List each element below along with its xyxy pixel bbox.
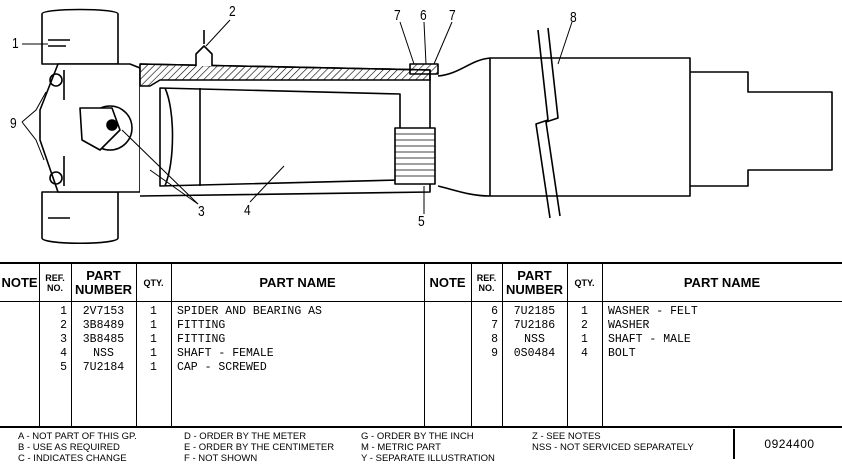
exploded-diagram: 1 2 3 4 5 6 7 7 8 9 xyxy=(10,3,833,245)
part-name: CAP - SCREWED xyxy=(177,361,267,374)
legend-b: B - USE AS REQUIRED xyxy=(18,442,120,453)
notes-legend: A - NOT PART OF THIS GP. B - USE AS REQU… xyxy=(0,428,842,474)
part-number: 3B8485 xyxy=(82,333,125,346)
part-number: 3B8489 xyxy=(82,319,125,332)
part-number: 2V7153 xyxy=(82,305,125,318)
legend-z: Z - SEE NOTES xyxy=(532,431,601,442)
legend-y: Y - SEPARATE ILLUSTRATION xyxy=(361,453,495,464)
ref-no: 3 xyxy=(60,333,67,346)
qty: 2 xyxy=(581,319,588,332)
qty: 1 xyxy=(150,347,157,360)
part-number: NSS xyxy=(93,347,114,360)
ref-no: 5 xyxy=(60,361,67,374)
legend-nss: NSS - NOT SERVICED SEPARATELY xyxy=(532,442,694,453)
callout-4: 4 xyxy=(244,202,251,219)
header-ref-no: REF.NO. xyxy=(45,272,65,293)
qty: 1 xyxy=(150,361,157,374)
qty: 1 xyxy=(150,305,157,318)
bearing-cap-top xyxy=(41,8,119,65)
part-name: WASHER xyxy=(608,319,650,332)
part-number: NSS xyxy=(524,333,545,346)
callout-6: 6 xyxy=(420,7,427,24)
ref-no: 1 xyxy=(60,305,67,318)
header-qty-right: QTY. xyxy=(574,277,595,288)
part-number: 7U2186 xyxy=(513,319,556,332)
qty: 1 xyxy=(581,333,588,346)
legend-f: F - NOT SHOWN xyxy=(184,453,258,464)
qty: 1 xyxy=(150,333,157,346)
part-number: 7U2185 xyxy=(513,305,556,318)
ref-no: 4 xyxy=(60,347,67,360)
qty: 1 xyxy=(581,305,588,318)
legend-d: D - ORDER BY THE METER xyxy=(184,431,307,442)
legend-a: A - NOT PART OF THIS GP. xyxy=(18,431,137,442)
callout-7b: 7 xyxy=(449,7,456,24)
ref-no: 6 xyxy=(491,305,498,318)
callout-9: 9 xyxy=(10,115,17,132)
ref-no: 7 xyxy=(491,319,498,332)
part-name: SPIDER AND BEARING AS xyxy=(177,305,322,318)
part-name: SHAFT - FEMALE xyxy=(177,347,274,360)
legend-g: G - ORDER BY THE INCH xyxy=(361,431,474,442)
callout-7a: 7 xyxy=(394,7,401,24)
part-name: SHAFT - MALE xyxy=(608,333,691,346)
legend-e: E - ORDER BY THE CENTIMETER xyxy=(184,442,335,453)
part-name: FITTING xyxy=(177,319,226,332)
qty: 1 xyxy=(150,319,157,332)
bearing-cap-bottom xyxy=(41,191,119,245)
qty: 4 xyxy=(581,347,588,360)
drive-shaft-illustration xyxy=(21,8,833,245)
part-number: 0S0484 xyxy=(513,347,556,360)
callout-1: 1 xyxy=(12,35,19,52)
ref-no: 8 xyxy=(491,333,498,346)
legend-m: M - METRIC PART xyxy=(361,442,441,453)
callout-8: 8 xyxy=(570,9,577,26)
header-note: NOTE xyxy=(1,275,38,290)
callout-5: 5 xyxy=(418,213,425,230)
document-number: 0924400 xyxy=(733,429,842,459)
part-number: 7U2184 xyxy=(82,361,125,374)
ref-no: 2 xyxy=(60,319,67,332)
ref-no: 9 xyxy=(491,347,498,360)
legend-c: C - INDICATES CHANGE xyxy=(18,453,127,464)
part-name: BOLT xyxy=(608,347,636,360)
header-ref-no-right: REF.NO. xyxy=(476,272,497,293)
callout-2: 2 xyxy=(229,3,236,20)
header-note-right: NOTE xyxy=(429,275,466,290)
header-part-name: PART NAME xyxy=(259,274,336,290)
part-name: FITTING xyxy=(177,333,226,346)
header-qty: QTY. xyxy=(143,277,164,288)
part-name: WASHER - FELT xyxy=(608,305,698,318)
callout-3: 3 xyxy=(198,203,205,220)
header-part-name-right: PART NAME xyxy=(683,274,761,290)
